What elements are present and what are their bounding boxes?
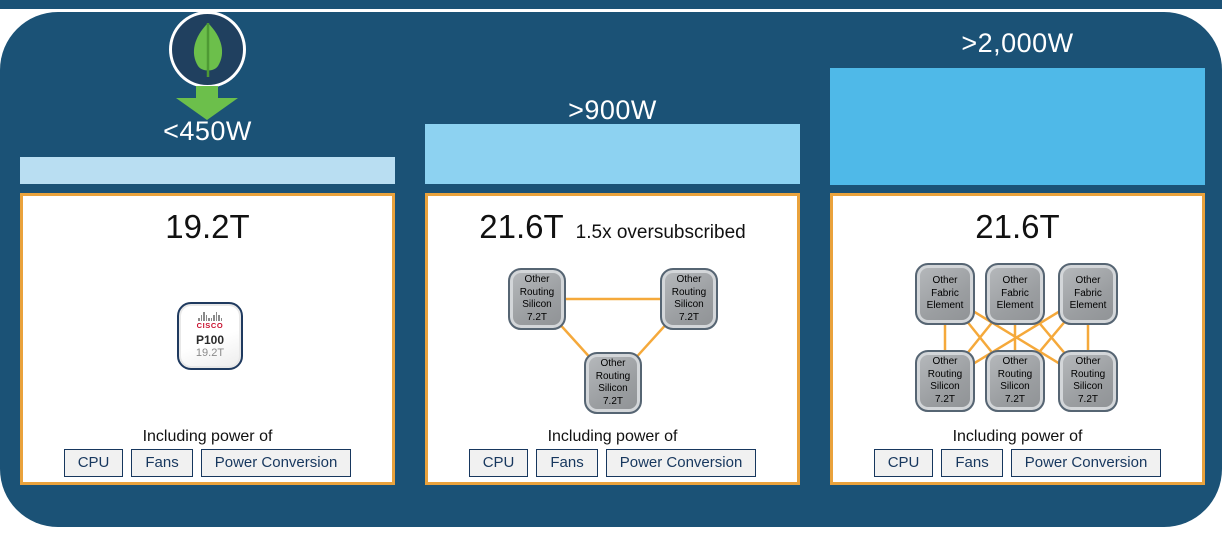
routing-silicon-chip: Other Routing Silicon 7.2T <box>508 268 566 330</box>
panel-2-title: 21.6T <box>479 208 564 245</box>
fabric-element-label: Other Fabric Element <box>1069 275 1107 312</box>
p100-model-label: P100 <box>195 333 225 347</box>
power-label-1: <450W <box>163 116 252 146</box>
leaf-glyph <box>193 22 222 77</box>
panel-1-footer: Including power of CPU Fans Power Conver… <box>23 428 392 477</box>
power-bar-3 <box>830 68 1205 185</box>
fabric-element-chip: Other Fabric Element <box>1058 263 1118 325</box>
power-conversion-button: Power Conversion <box>605 449 757 477</box>
including-power-label: Including power of <box>952 428 1083 445</box>
routing-silicon-chip: Other Routing Silicon 7.2T <box>584 352 642 414</box>
leaf-icon <box>169 11 246 88</box>
routing-silicon-label: Other Routing Silicon 7.2T <box>595 358 631 407</box>
routing-silicon-label: Other Routing Silicon 7.2T <box>927 356 963 405</box>
panel-fabric-mesh: 21.6T Other Fabric Element Other Fabric … <box>830 193 1205 485</box>
cisco-brand-label: CISCO <box>196 321 224 330</box>
power-conversion-button: Power Conversion <box>200 449 352 477</box>
routing-silicon-label: Other Routing Silicon 7.2T <box>1070 356 1106 405</box>
routing-silicon-chip: Other Routing Silicon 7.2T <box>915 350 975 412</box>
cpu-button: CPU <box>468 449 529 477</box>
routing-silicon-chip: Other Routing Silicon 7.2T <box>660 268 718 330</box>
fabric-element-chip: Other Fabric Element <box>985 263 1045 325</box>
panel-2-subtitle: 1.5x oversubscribed <box>575 222 746 243</box>
routing-silicon-label: Other Routing Silicon 7.2T <box>671 274 707 323</box>
power-bar-2 <box>425 124 800 184</box>
cisco-p100-chip: CISCO P100 19.2T <box>177 302 243 370</box>
cpu-button: CPU <box>873 449 934 477</box>
fans-button: Fans <box>131 449 193 477</box>
panel-p100: 19.2T CISCO P100 19.2T Including power o… <box>20 193 395 485</box>
panel-2-footer: Including power of CPU Fans Power Conver… <box>428 428 797 477</box>
power-label-2: >900W <box>568 95 657 125</box>
fabric-element-label: Other Fabric Element <box>926 275 964 312</box>
routing-silicon-chip: Other Routing Silicon 7.2T <box>985 350 1045 412</box>
down-arrow-icon <box>176 86 238 120</box>
routing-silicon-label: Other Routing Silicon 7.2T <box>519 274 555 323</box>
routing-silicon-label: Other Routing Silicon 7.2T <box>997 356 1033 405</box>
fabric-element-label: Other Fabric Element <box>996 275 1034 312</box>
fans-button: Fans <box>536 449 598 477</box>
power-conversion-button: Power Conversion <box>1010 449 1162 477</box>
power-bar-1 <box>20 157 395 184</box>
panel-1-title: 19.2T <box>165 208 250 245</box>
including-power-label: Including power of <box>547 428 678 445</box>
routing-silicon-chip: Other Routing Silicon 7.2T <box>1058 350 1118 412</box>
power-label-3: >2,000W <box>961 28 1074 58</box>
p100-capacity-label: 19.2T <box>195 347 225 359</box>
fabric-element-chip: Other Fabric Element <box>915 263 975 325</box>
top-edge-strip <box>0 0 1222 9</box>
panel-3-footer: Including power of CPU Fans Power Conver… <box>833 428 1202 477</box>
fans-button: Fans <box>941 449 1003 477</box>
including-power-label: Including power of <box>142 428 273 445</box>
cisco-logo-icon <box>198 312 222 321</box>
panel-3-title: 21.6T <box>975 208 1060 245</box>
cpu-button: CPU <box>63 449 124 477</box>
panel-oversubscribed: 21.6T 1.5x oversubscribed Other Routing … <box>425 193 800 485</box>
